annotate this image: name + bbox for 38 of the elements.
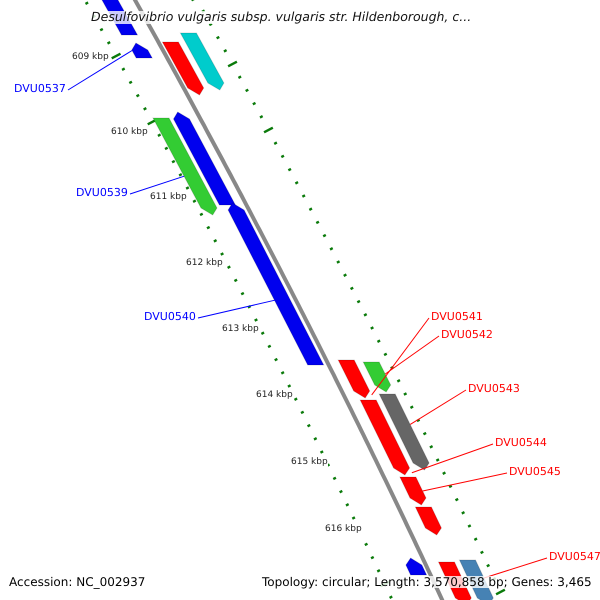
gene-label: DVU0537 [14, 83, 66, 94]
leader-line [384, 336, 440, 374]
genome-summary: Topology: circular; Length: 3,570,858 bp; Genes: 3,465 [262, 576, 592, 588]
gene-label: DVU0541 [431, 311, 483, 322]
gene-label: DVU0544 [495, 437, 547, 448]
gene-label: DVU0543 [468, 383, 520, 394]
leader-line [68, 50, 133, 90]
leader-line [198, 300, 276, 318]
gene-label: DVU0539 [76, 187, 128, 198]
gene-label: DVU0540 [144, 311, 196, 322]
scale-label: 610 kbp [111, 128, 148, 137]
leader-line [410, 390, 466, 425]
gene-shape [359, 400, 410, 476]
gene-shape [172, 111, 236, 206]
gene-shape [152, 118, 218, 216]
scale-label: 613 kbp [222, 325, 259, 334]
gene-label: DVU0547 [549, 551, 600, 562]
accession-text: Accession: NC_002937 [9, 576, 146, 588]
leader-line [371, 318, 430, 396]
scale-label: 614 kbp [256, 391, 293, 400]
scale-label: 616 kbp [325, 525, 362, 534]
gene-shape [414, 506, 442, 536]
gene-shape [180, 32, 224, 91]
gene-label: DVU0545 [509, 466, 561, 477]
gene-shape [337, 360, 370, 399]
leader-line [411, 444, 494, 474]
gene-shape [378, 394, 430, 471]
scale-label: 611 kbp [150, 193, 187, 202]
gene-shape [131, 42, 154, 58]
gene-shape [362, 362, 392, 393]
gene-label: DVU0542 [441, 329, 493, 340]
leader-line [422, 472, 508, 492]
scale-label: 615 kbp [291, 458, 328, 467]
gene-shape [399, 476, 427, 506]
leader-line [130, 176, 185, 194]
gene-shape [162, 42, 204, 96]
scale-label: 609 kbp [72, 53, 109, 62]
title: Desulfovibrio vulgaris subsp. vulgaris str. Hildenborough, c... [91, 11, 472, 24]
